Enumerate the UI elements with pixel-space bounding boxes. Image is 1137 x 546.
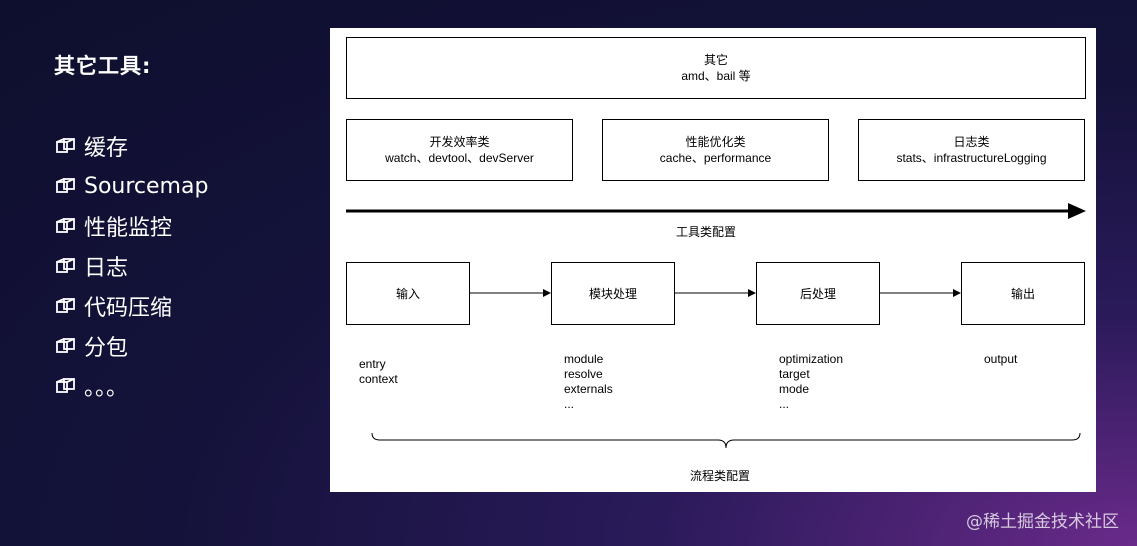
param-item: entry — [359, 357, 386, 371]
input-params: entry context — [359, 357, 398, 387]
performance-title: 性能优化类 — [685, 135, 746, 149]
param-item: target — [779, 367, 810, 381]
bullet-text: 性能监控 — [84, 216, 173, 241]
performance-subtitle: cache、performance — [659, 151, 772, 165]
param-item: resolve — [564, 367, 603, 381]
other-config-title: 其它 — [703, 53, 728, 67]
param-item: ... — [779, 397, 790, 411]
logging-box: 日志类 stats、infrastructureLogging — [858, 119, 1085, 181]
bullet-text: 。。。 — [84, 376, 129, 401]
bullet-item: 日志 — [54, 246, 208, 286]
bullet-text: 代码压缩 — [84, 296, 173, 321]
param-item: output — [984, 352, 1018, 366]
module-params: module resolve externals ... — [564, 352, 613, 412]
bullet-item: 缓存 — [54, 126, 208, 166]
param-item: context — [359, 372, 398, 386]
diagram-panel: 其它 amd、bail 等 开发效率类 watch、devtool、devSer… — [330, 28, 1096, 492]
tool-axis-arrowhead — [1068, 203, 1086, 219]
other-config-subtitle: amd、bail 等 — [681, 69, 751, 83]
slide-title: 其它工具: — [54, 54, 152, 78]
cube-bullet-icon — [54, 335, 82, 357]
cube-bullet-icon — [54, 375, 82, 397]
footer-watermark: @稀土掘金技术社区 — [966, 512, 1119, 532]
postprocess-params: optimization target mode ... — [779, 352, 843, 412]
param-item: optimization — [779, 352, 844, 366]
param-item: module — [564, 352, 604, 366]
bullet-item: 分包 — [54, 326, 208, 366]
flow-brace — [371, 432, 1081, 449]
cube-bullet-icon — [54, 175, 82, 197]
bullet-text: 分包 — [84, 336, 129, 361]
bullet-text: 日志 — [84, 256, 129, 281]
logging-title: 日志类 — [953, 135, 990, 149]
dev-efficiency-title: 开发效率类 — [429, 135, 490, 149]
logging-subtitle: stats、infrastructureLogging — [896, 151, 1047, 165]
bullet-list: 缓存 Sourcemap 性能监控 日志 代码压缩 分包 。。。 — [54, 126, 208, 406]
cube-bullet-icon — [54, 295, 82, 317]
bullet-item: Sourcemap — [54, 166, 208, 206]
flow-box-postprocess: 后处理 — [756, 262, 880, 325]
param-item: externals — [564, 382, 613, 396]
cube-bullet-icon — [54, 135, 82, 157]
dev-efficiency-subtitle: watch、devtool、devServer — [385, 151, 534, 165]
diagram-connectors — [346, 203, 1086, 449]
performance-box: 性能优化类 cache、performance — [602, 119, 829, 181]
cube-bullet-icon — [54, 255, 82, 277]
bullet-item: 。。。 — [54, 366, 208, 406]
tool-axis-label: 工具类配置 — [676, 225, 737, 239]
param-item: ... — [564, 397, 575, 411]
flow-axis-label: 流程类配置 — [690, 469, 751, 483]
bullet-text: Sourcemap — [84, 173, 209, 199]
output-params: output — [984, 352, 1017, 367]
flow-box-module: 模块处理 — [551, 262, 675, 325]
cube-bullet-icon — [54, 215, 82, 237]
other-config-box: 其它 amd、bail 等 — [346, 37, 1086, 99]
dev-efficiency-box: 开发效率类 watch、devtool、devServer — [346, 119, 573, 181]
flow-box-output: 输出 — [961, 262, 1085, 325]
param-item: mode — [779, 382, 810, 396]
bullet-item: 性能监控 — [54, 206, 208, 246]
bullet-text: 缓存 — [84, 136, 129, 161]
flow-box-input: 输入 — [346, 262, 470, 325]
bullet-item: 代码压缩 — [54, 286, 208, 326]
